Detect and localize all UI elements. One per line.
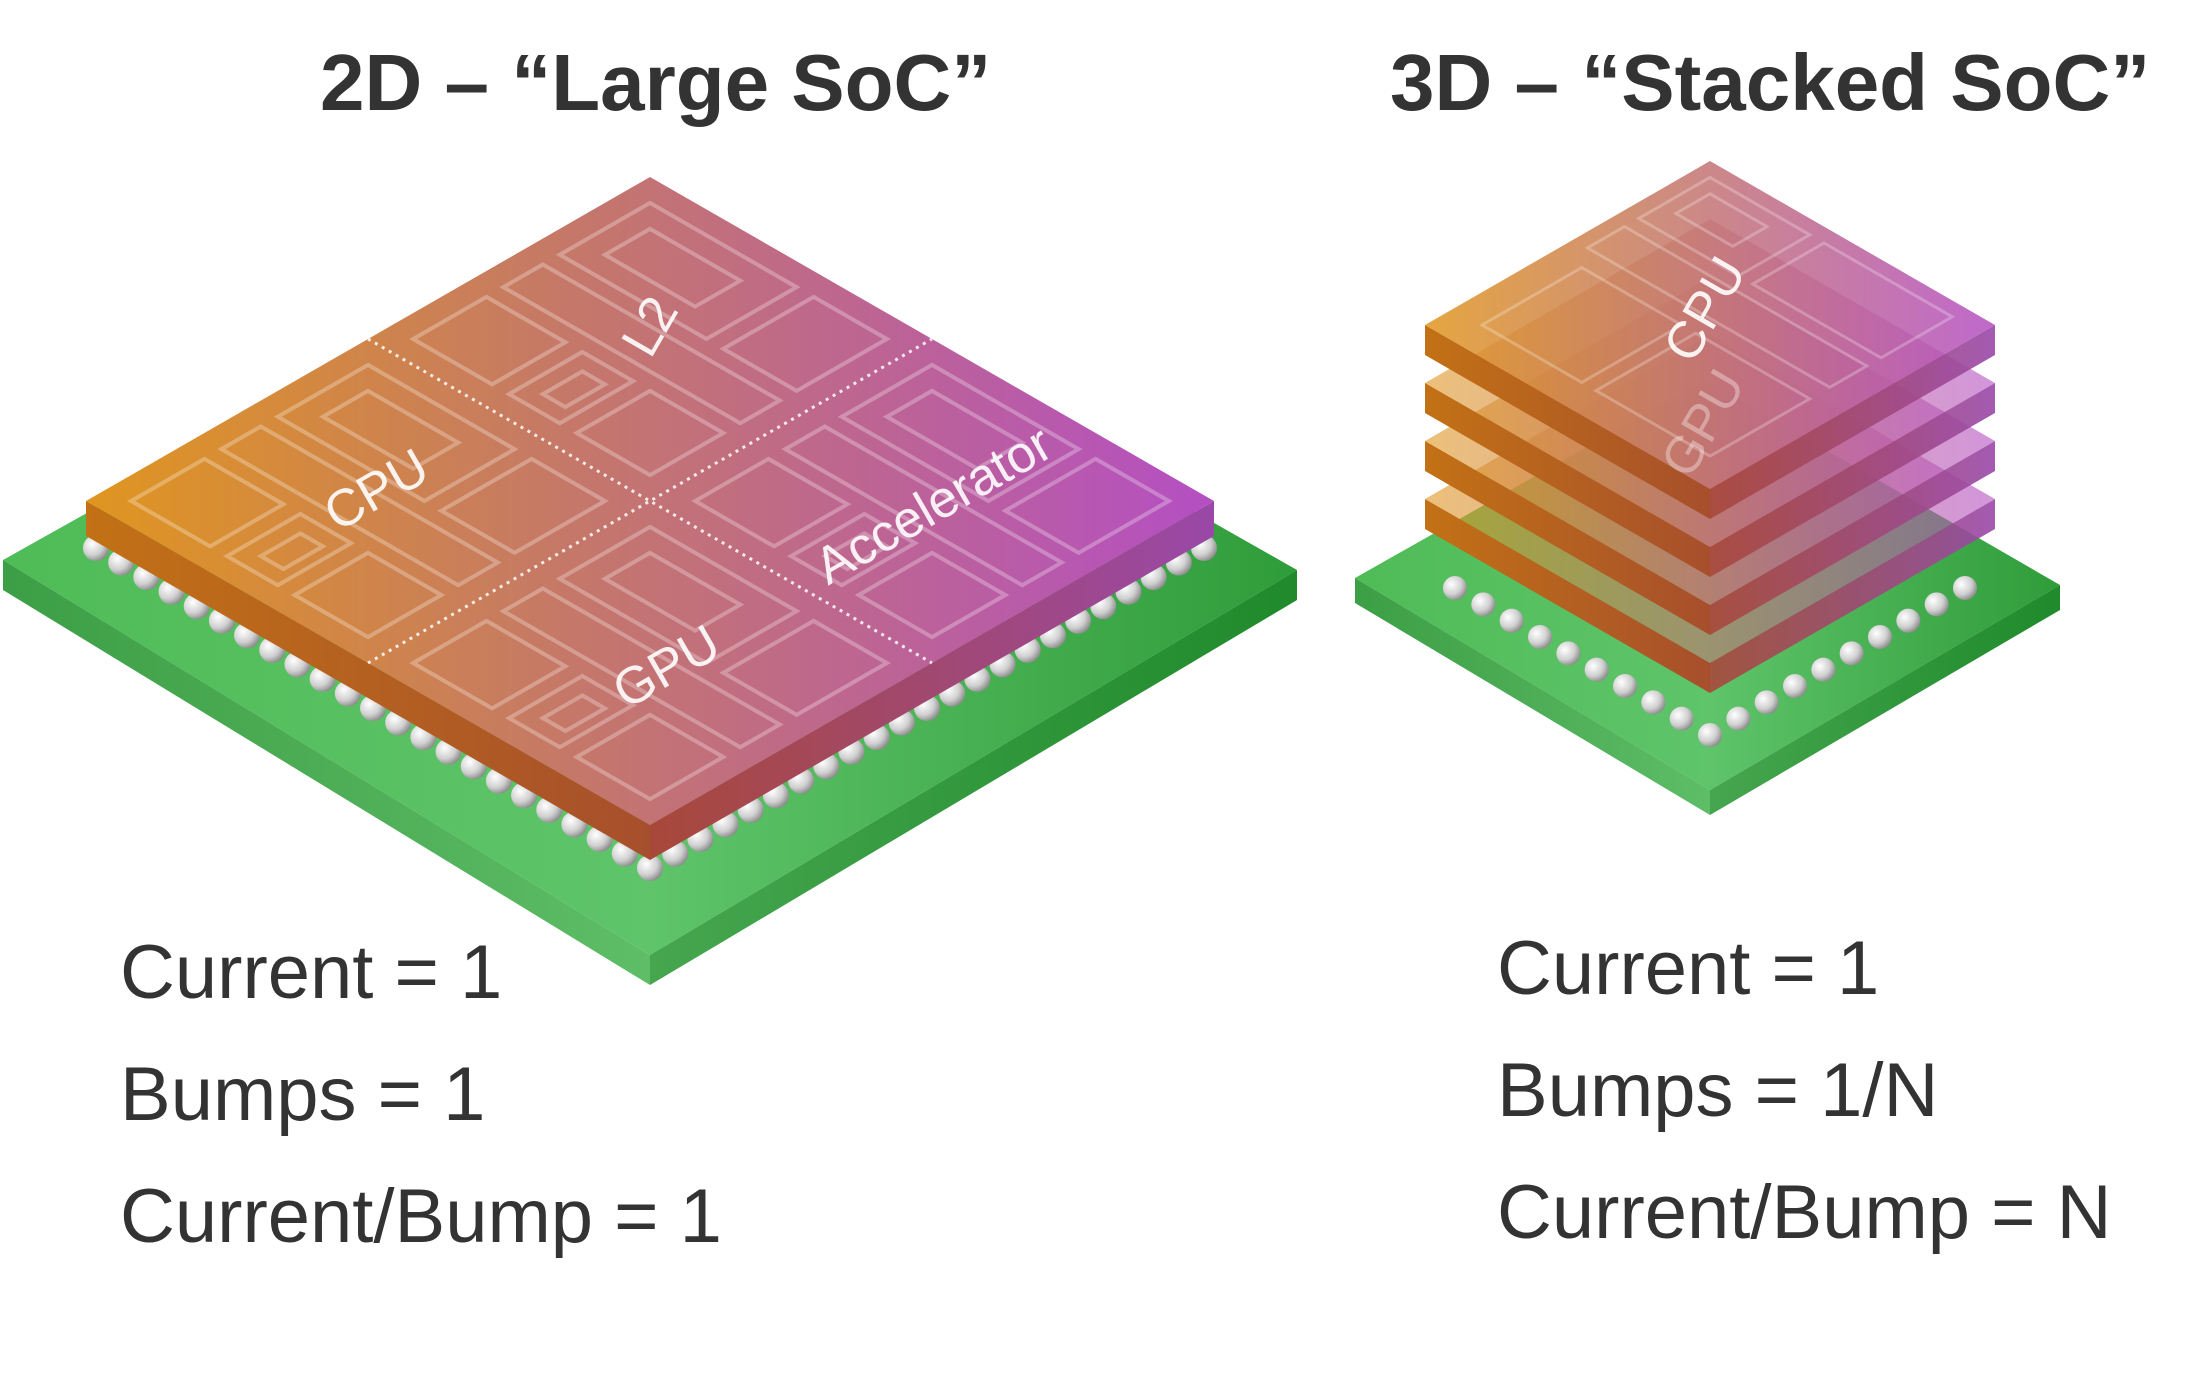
solder-bump [1924, 592, 1949, 617]
solder-bump [1528, 625, 1552, 649]
die-2d: CPU L2 Accelerator GPU [86, 177, 1214, 860]
solder-bump [1953, 576, 1977, 600]
solder-bump [1896, 608, 1921, 633]
solder-bump [1754, 690, 1779, 715]
solder-bump [1783, 674, 1807, 698]
solder-bumps-3d [1443, 576, 1977, 747]
stat-3d-current: Current = 1 [1497, 926, 1880, 1011]
title-3d-stacked-soc: 3D – “Stacked SoC” [1390, 38, 2151, 127]
solder-bump [637, 855, 663, 881]
stats-3d: Current = 1 Bumps = 1/N Current/Bump = N [1497, 908, 2112, 1274]
die-2d-circuit-pattern [127, 200, 1173, 802]
solder-bump [1669, 706, 1694, 731]
die-stack-3d [1425, 161, 1995, 693]
solder-bump [1698, 723, 1722, 747]
solder-bump [1839, 641, 1864, 666]
solder-bump [1641, 690, 1666, 715]
stats-2d: Current = 1 Bumps = 1 Current/Bump = 1 [120, 912, 722, 1278]
solder-bump [1584, 657, 1609, 682]
title-2d-large-soc: 2D – “Large SoC” [320, 38, 992, 127]
stat-2d-bumps: Bumps = 1 [120, 1052, 486, 1137]
stacked-die-layer [1425, 161, 1995, 519]
stat-3d-current-per-bump: Current/Bump = N [1497, 1170, 2112, 1255]
stat-2d-current-per-bump: Current/Bump = 1 [120, 1174, 722, 1259]
solder-bump [1556, 641, 1581, 666]
solder-bump [1868, 625, 1892, 649]
die-2d-right-edge [650, 501, 1214, 860]
solder-bump [1726, 706, 1751, 731]
solder-bump [1471, 592, 1496, 617]
solder-bump [1811, 657, 1836, 682]
die-2d-left-edge [86, 501, 650, 860]
solder-bump [1613, 674, 1637, 698]
stat-3d-bumps: Bumps = 1/N [1497, 1048, 1939, 1133]
solder-bump [1443, 576, 1467, 600]
stat-2d-current: Current = 1 [120, 930, 503, 1015]
solder-bump [1499, 608, 1524, 633]
